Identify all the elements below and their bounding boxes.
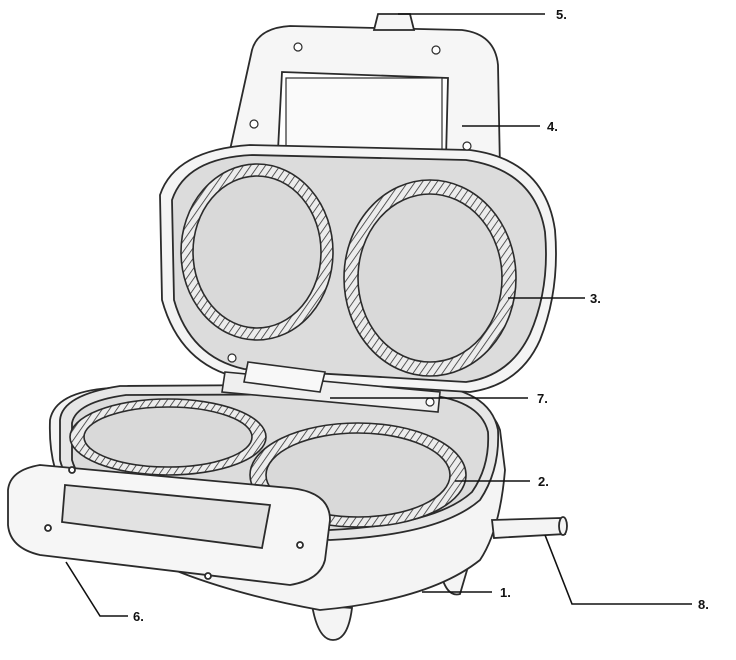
label-hinge: 7. [537,391,548,406]
label-bottom-handle: 6. [133,609,144,624]
latch [372,13,416,31]
label-top-handle: 4. [547,119,558,134]
label-lower-plate: 2. [538,474,549,489]
label-power-cord: 8. [698,597,709,612]
hinge [221,361,441,413]
leader-lines [65,13,692,617]
label-latch: 5. [556,7,567,22]
label-upper-plate: 3. [590,291,601,306]
upper-plate-left [180,163,334,341]
foot-front [310,604,354,641]
lower-plate-left [69,398,267,476]
label-body: 1. [500,585,511,600]
power-cord [490,516,568,539]
front-handle [7,464,331,586]
upper-plate-right [343,179,517,377]
